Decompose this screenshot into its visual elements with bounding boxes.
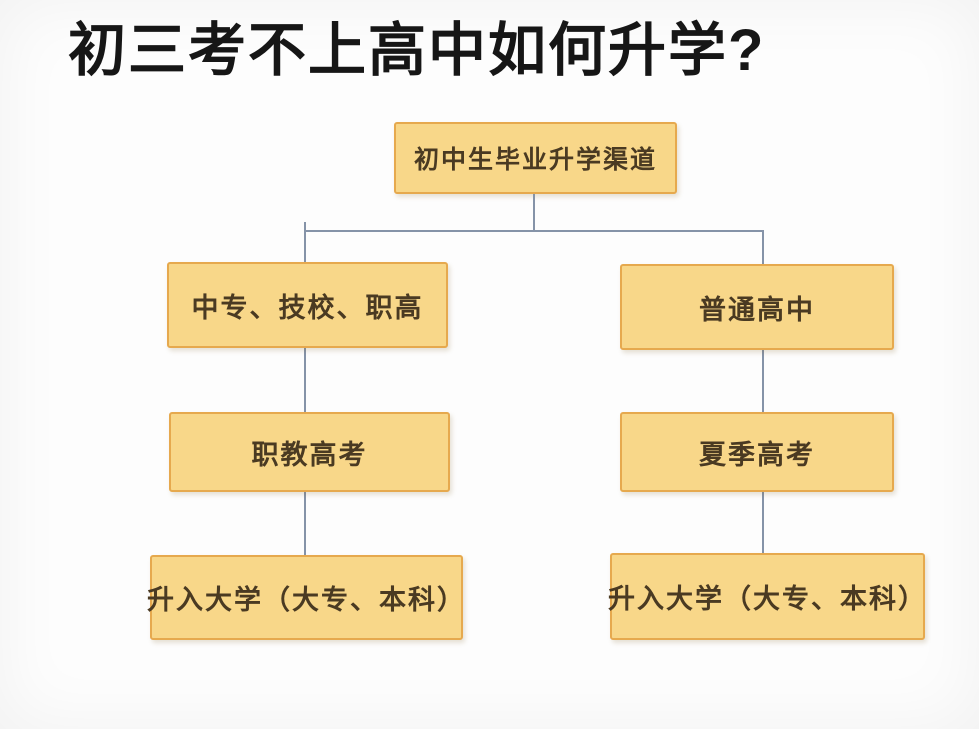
- connector-right-branch-stub: [762, 231, 764, 264]
- connector-right-step2-step3: [762, 492, 764, 553]
- node-university-right: 升入大学（大专、本科）: [608, 553, 925, 640]
- node-vocational-gaokao: 职教高考: [169, 412, 450, 492]
- page-title: 初三考不上高中如何升学?: [68, 18, 766, 83]
- connector-left-step2-step3: [304, 492, 306, 555]
- connector-right-step1-step2: [762, 350, 764, 412]
- node-university-left: 升入大学（大专、本科）: [147, 555, 464, 640]
- connector-root-vertical: [533, 194, 535, 232]
- connector-left-step1-step2: [304, 348, 306, 412]
- node-secondary-vocational-schools: 中专、技校、职高: [167, 262, 448, 348]
- node-summer-gaokao: 夏季高考: [620, 412, 894, 492]
- connector-left-branch-stub: [304, 222, 306, 262]
- node-regular-high-school: 普通高中: [620, 264, 894, 350]
- node-middle-school-pathways: 初中生毕业升学渠道: [394, 122, 677, 194]
- connector-branch-horizontal: [304, 230, 764, 232]
